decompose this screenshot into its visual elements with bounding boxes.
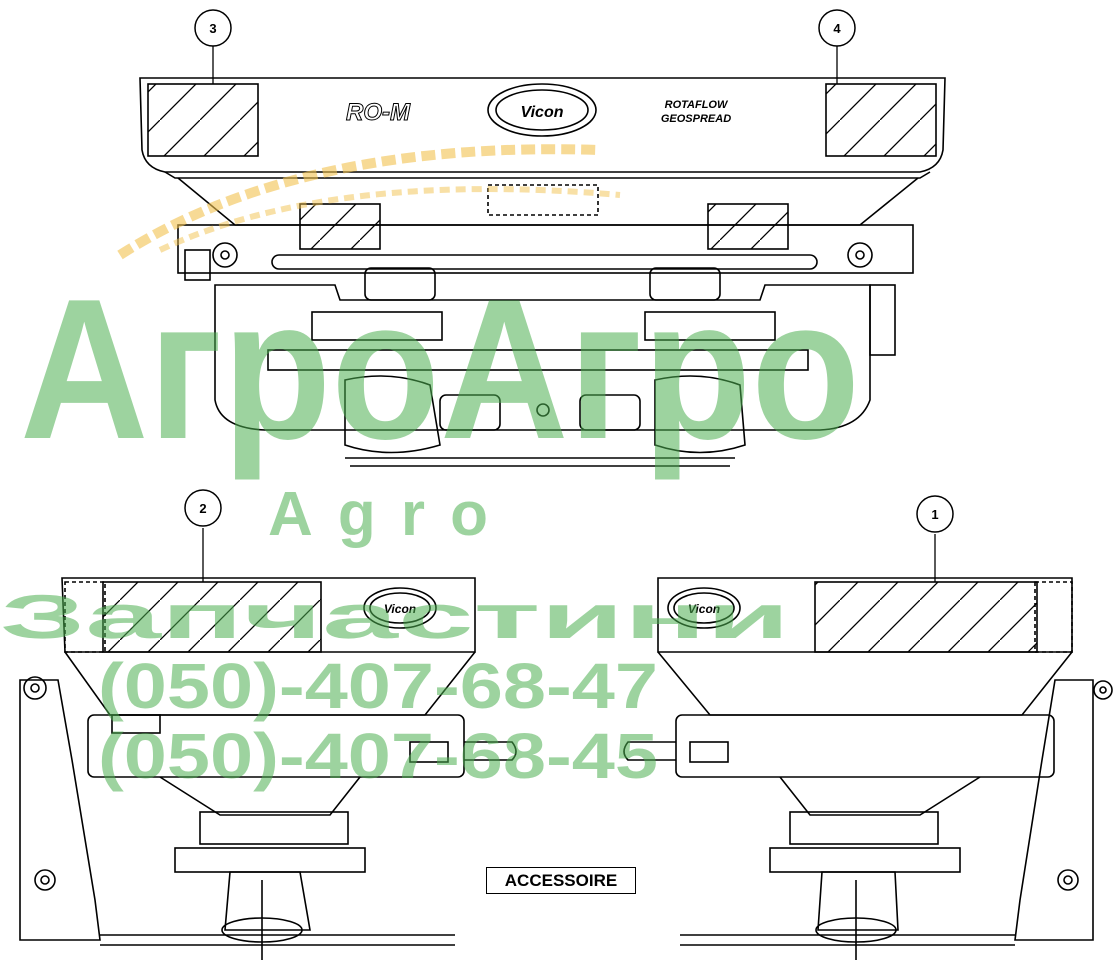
logo-oval-top <box>487 83 597 137</box>
watermark-phone2: (050)-407-68-45 <box>98 720 658 792</box>
right-side-view <box>623 577 1113 960</box>
logo-oval-left <box>363 587 437 629</box>
hopper-decal-side-right <box>814 581 1038 653</box>
decal-geospread-text: GEOSPREAD <box>661 113 731 125</box>
accessory-label: ACCESSOIRE <box>486 867 636 894</box>
callout-2-number: 2 <box>199 501 206 516</box>
watermark-brand: АгроАгро <box>20 258 860 481</box>
decal-rotaflow-text: ROTAFLOW <box>665 99 729 111</box>
hopper-decal-left <box>147 83 259 157</box>
top-spreader-view <box>139 77 946 467</box>
logo-top-text: Vicon <box>521 104 564 121</box>
callout-4: 4 <box>818 9 856 47</box>
callout-3: 3 <box>194 9 232 47</box>
callout-2: 2 <box>184 489 222 527</box>
callout-4-number: 4 <box>833 21 841 36</box>
callout-1-number: 1 <box>931 507 938 522</box>
logo-right-text: Vicon <box>688 602 720 616</box>
watermark-phone1: (050)-407-68-47 <box>98 650 658 722</box>
hopper-decal-side-left <box>102 581 322 653</box>
callout-1: 1 <box>916 495 954 533</box>
logo-left-text: Vicon <box>384 602 416 616</box>
wheat-swoosh <box>117 144 601 260</box>
hopper-decal-right <box>825 83 937 157</box>
logo-oval-right <box>667 587 741 629</box>
left-side-view <box>19 577 517 960</box>
watermark-agro: Agro <box>268 480 488 549</box>
callout-leaders <box>202 45 936 582</box>
callout-3-number: 3 <box>209 21 216 36</box>
watermark-line1: Запчастини <box>0 583 790 652</box>
decal-rom-text: RO-M <box>346 99 411 126</box>
